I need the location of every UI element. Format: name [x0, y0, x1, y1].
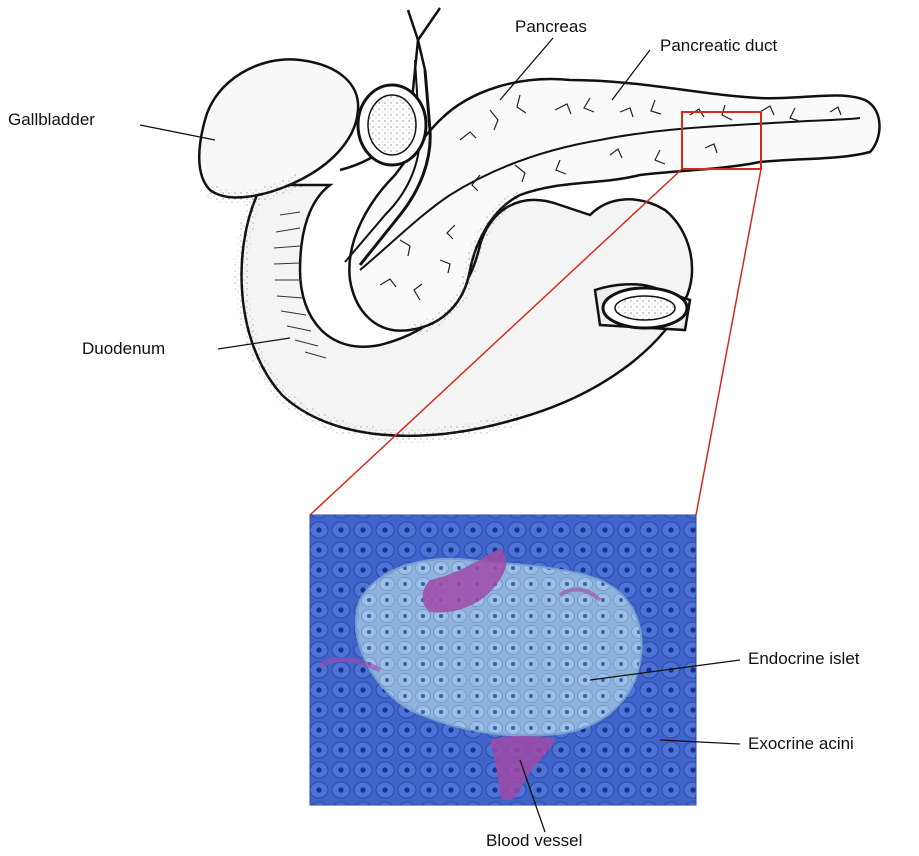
label-pancreas: Pancreas	[515, 18, 587, 35]
label-duodenum: Duodenum	[82, 340, 165, 357]
label-blood-vessel: Blood vessel	[486, 832, 582, 849]
histology-micrograph	[310, 515, 696, 805]
label-exocrine-acini: Exocrine acini	[748, 735, 854, 752]
label-pancreatic-duct: Pancreatic duct	[660, 37, 777, 54]
zoom-line-right	[696, 169, 761, 515]
label-gallbladder: Gallbladder	[8, 111, 95, 128]
label-endocrine-islet: Endocrine islet	[748, 650, 860, 667]
